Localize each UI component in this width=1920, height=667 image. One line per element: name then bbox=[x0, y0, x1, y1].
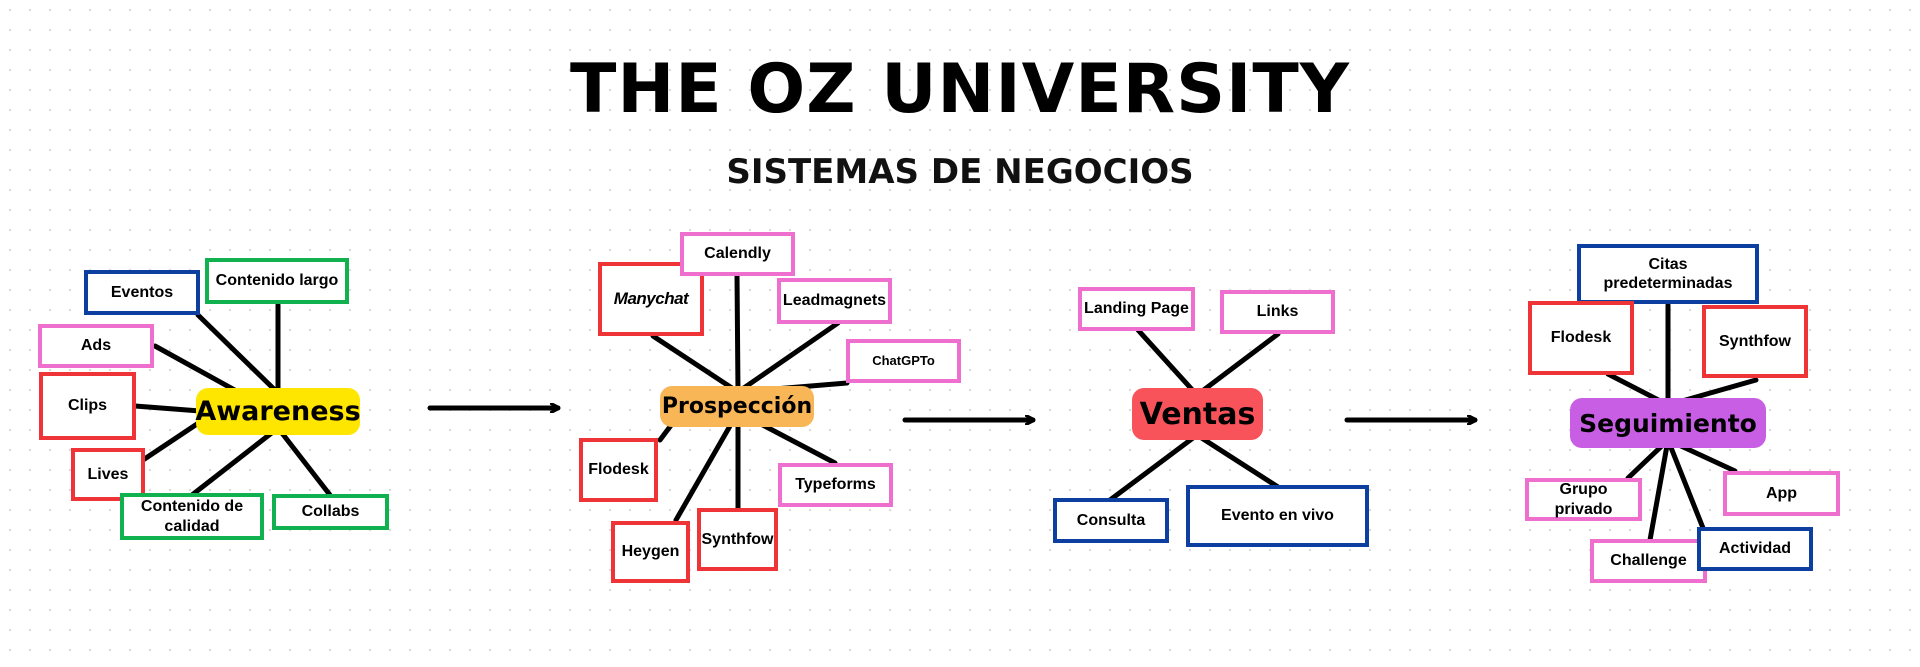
seguimiento-app-box: App bbox=[1723, 471, 1840, 516]
seguimiento-flodesk-box: Flodesk bbox=[1528, 301, 1634, 375]
awareness-collabs-box: Collabs bbox=[272, 494, 389, 530]
line-ventas-evento bbox=[1194, 432, 1281, 490]
line-prosp-calendly bbox=[734, 272, 741, 395]
line-ventas-links bbox=[1194, 331, 1281, 398]
line-prosp-leadmagnets bbox=[735, 320, 841, 395]
line-seg-challenge bbox=[1647, 437, 1671, 543]
prospeccion-typeforms-box: Typeforms bbox=[778, 463, 893, 507]
awareness-eventos-box: Eventos bbox=[84, 270, 200, 315]
page-subtitle: SISTEMAS DE NEGOCIOS bbox=[726, 152, 1194, 192]
seguimiento-challenge-box: Challenge bbox=[1590, 539, 1707, 583]
line-awareness-contenido-calidad bbox=[189, 425, 281, 498]
ventas-hub: Ventas bbox=[1132, 388, 1263, 440]
ventas-links-box: Links bbox=[1220, 290, 1335, 334]
line-awareness-clips bbox=[132, 403, 203, 414]
line-awareness-lives bbox=[140, 419, 203, 463]
line-seg-actividad bbox=[1665, 437, 1706, 531]
awareness-contenido-largo-box: Contenido largo bbox=[205, 258, 349, 304]
prospeccion-calendly-box: Calendly bbox=[680, 232, 795, 276]
prospeccion-synthfow-box: Synthfow bbox=[697, 508, 778, 571]
manychat-logo: Manychat bbox=[613, 288, 689, 308]
line-awareness-ads bbox=[152, 343, 243, 396]
awareness-clips-box: Clips bbox=[39, 372, 136, 440]
prospeccion-leadmagnets-box: Leadmagnets bbox=[777, 278, 892, 324]
awareness-contenido-calidad-box: Contenido de calidad bbox=[120, 493, 264, 540]
line-ventas-landing bbox=[1135, 327, 1200, 398]
line-awareness-collabs bbox=[275, 425, 333, 498]
seguimiento-actividad-box: Actividad bbox=[1697, 527, 1813, 571]
awareness-lives-box: Lives bbox=[71, 448, 145, 501]
seguimiento-citas-box: Citas predeterminadas bbox=[1577, 244, 1759, 304]
seguimiento-synthfow-box: Synthfow bbox=[1702, 305, 1808, 378]
seguimiento-hub: Seguimiento bbox=[1570, 398, 1766, 448]
line-ventas-consulta bbox=[1107, 432, 1200, 503]
line-awareness-eventos bbox=[195, 312, 281, 396]
ventas-landing-page-box: Landing Page bbox=[1078, 287, 1195, 331]
prospeccion-chatgpt-box: ChatGPTo bbox=[846, 339, 961, 383]
prospeccion-hub: Prospección bbox=[660, 386, 814, 427]
ventas-evento-en-vivo-box: Evento en vivo bbox=[1186, 485, 1369, 547]
prospeccion-heygen-box: Heygen bbox=[611, 521, 690, 583]
prospeccion-flodesk-box: Flodesk bbox=[579, 438, 658, 502]
ventas-consulta-box: Consulta bbox=[1053, 498, 1169, 543]
line-prosp-heygen bbox=[673, 409, 741, 523]
page-title: THE OZ UNIVERSITY bbox=[570, 50, 1350, 129]
awareness-ads-box: Ads bbox=[38, 324, 154, 368]
awareness-hub: Awareness bbox=[195, 388, 361, 435]
line-prosp-manychat bbox=[650, 333, 741, 395]
seguimiento-grupo-privado-box: Grupo privado bbox=[1525, 478, 1642, 521]
